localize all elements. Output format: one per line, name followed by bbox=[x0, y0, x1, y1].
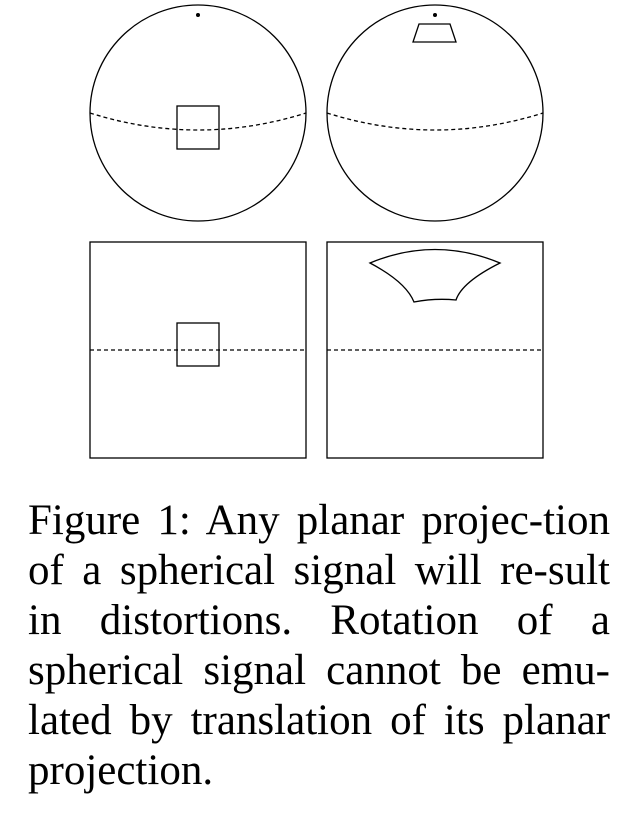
sphere-left-outline bbox=[89, 4, 307, 222]
figure-illustration bbox=[89, 4, 544, 459]
sphere-left-pole-dot bbox=[196, 13, 200, 17]
projection-right-distorted-patch bbox=[368, 248, 502, 303]
projection-right bbox=[326, 241, 544, 459]
sphere-right-pole-dot bbox=[433, 13, 437, 17]
figure-svg bbox=[89, 4, 544, 459]
sphere-right-patch bbox=[412, 23, 457, 43]
sphere-right-outline bbox=[326, 4, 544, 222]
sphere-right bbox=[326, 4, 544, 222]
caption-text: Any planar projec-tion of a spherical si… bbox=[28, 497, 610, 794]
projection-left bbox=[89, 241, 307, 459]
projection-left-patch bbox=[176, 322, 220, 367]
sphere-left bbox=[89, 4, 307, 222]
figure-caption: Figure 1: Any planar projec-tion of a sp… bbox=[28, 496, 610, 796]
sphere-left-equator bbox=[89, 112, 307, 131]
sphere-right-equator bbox=[326, 112, 544, 131]
caption-label: Figure 1: bbox=[28, 497, 191, 544]
sphere-left-patch bbox=[176, 105, 220, 150]
